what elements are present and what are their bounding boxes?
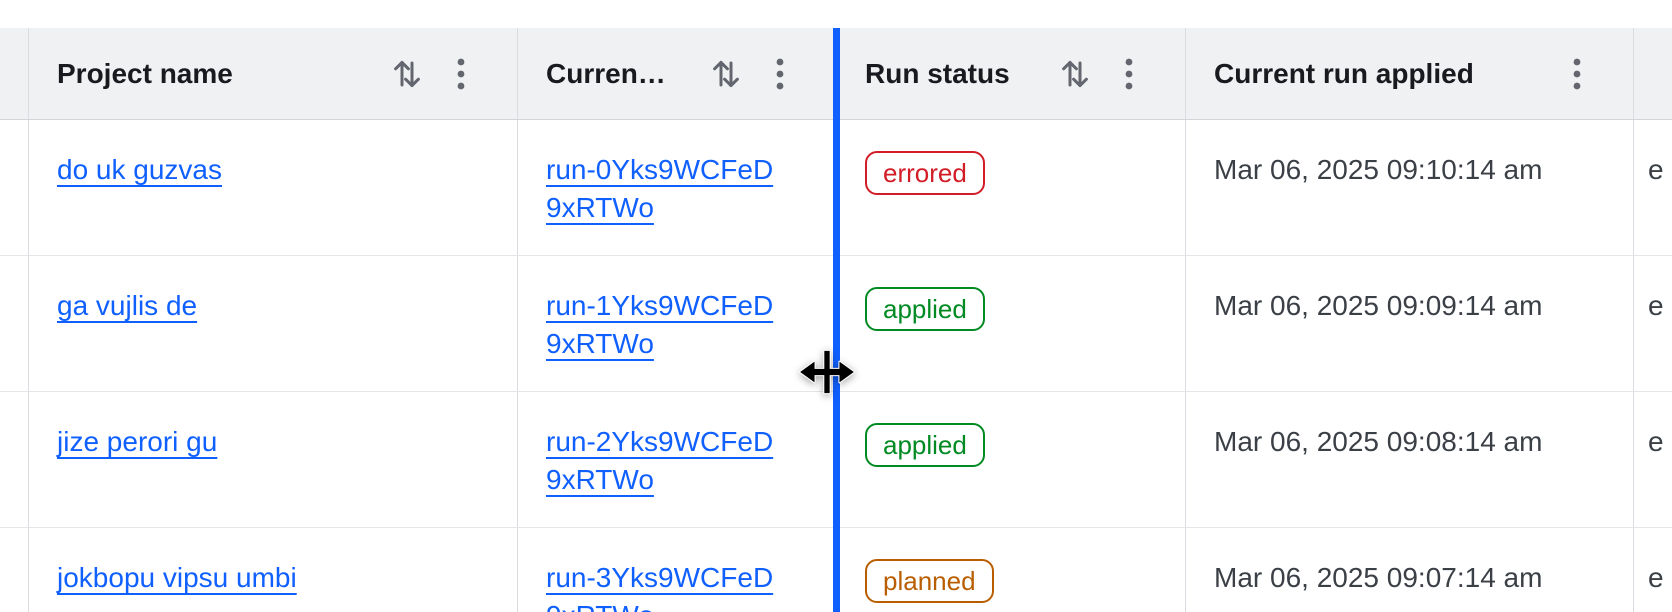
run-id-link[interactable]: run-1Yks9WCFeD 9xRTWo — [546, 287, 812, 363]
project-link[interactable]: do uk guzvas — [57, 151, 493, 189]
column-menu-kebab-icon[interactable] — [455, 56, 467, 92]
clipped-cell-text: e — [1648, 426, 1664, 457]
column-label-current-run-applied: Current run applied — [1214, 57, 1474, 89]
run-id-line2[interactable]: 9xRTWo — [546, 192, 654, 223]
column-label-project-name: Project name — [57, 57, 233, 89]
project-link-label[interactable]: do uk guzvas — [57, 154, 222, 185]
run-id-line2[interactable]: 9xRTWo — [546, 328, 654, 359]
applied-timestamp: Mar 06, 2025 09:10:14 am — [1214, 154, 1543, 185]
run-id-line1[interactable]: run-3Yks9WCFeD — [546, 562, 774, 593]
project-link[interactable]: jize perori gu — [57, 423, 493, 461]
column-label-run-status: Run status — [865, 57, 1010, 89]
project-link-label[interactable]: ga vujlis de — [57, 290, 198, 321]
sort-icon[interactable] — [1061, 56, 1089, 92]
project-link-label[interactable]: jize perori gu — [57, 426, 218, 457]
row-cell-clipped-left — [0, 120, 28, 255]
column-menu-kebab-icon[interactable] — [1123, 56, 1135, 92]
run-id-line1[interactable]: run-1Yks9WCFeD — [546, 290, 774, 321]
column-resize-indicator[interactable] — [833, 28, 840, 612]
row-cell-clipped-left — [0, 256, 28, 391]
status-badge: applied — [865, 287, 985, 331]
applied-timestamp: Mar 06, 2025 09:07:14 am — [1214, 562, 1543, 593]
row-cell-clipped-left — [0, 392, 28, 527]
status-badge: planned — [865, 559, 994, 603]
column-header-project-name[interactable]: Project name — [28, 28, 517, 119]
run-id-link[interactable]: run-0Yks9WCFeD 9xRTWo — [546, 151, 812, 227]
run-id-link[interactable]: run-3Yks9WCFeD 9xRTWo — [546, 559, 812, 612]
clipped-cell-text: e — [1648, 154, 1664, 185]
clipped-cell-text: e — [1648, 562, 1664, 593]
col-resize-cursor-icon — [799, 349, 855, 395]
column-label-current-run: Curren… — [546, 57, 666, 89]
run-id-line2[interactable]: 9xRTWo — [546, 597, 654, 612]
column-header-current-run-applied[interactable]: Current run applied — [1185, 28, 1633, 119]
sort-icon[interactable] — [393, 56, 421, 92]
sort-icon[interactable] — [712, 56, 740, 92]
column-header-clipped-left — [0, 28, 28, 119]
status-badge: applied — [865, 423, 985, 467]
column-header-run-status[interactable]: Run status — [836, 28, 1185, 119]
run-id-link[interactable]: run-2Yks9WCFeD 9xRTWo — [546, 423, 812, 499]
row-cell-clipped-left — [0, 528, 28, 612]
column-header-current-run[interactable]: Curren… — [517, 28, 836, 119]
column-header-clipped-right: V — [1633, 28, 1672, 119]
run-id-line1[interactable]: run-0Yks9WCFeD — [546, 154, 774, 185]
status-badge: errored — [865, 151, 985, 195]
applied-timestamp: Mar 06, 2025 09:08:14 am — [1214, 426, 1543, 457]
run-id-line1[interactable]: run-2Yks9WCFeD — [546, 426, 774, 457]
run-id-line2[interactable]: 9xRTWo — [546, 464, 654, 495]
column-menu-kebab-icon[interactable] — [774, 56, 786, 92]
applied-timestamp: Mar 06, 2025 09:09:14 am — [1214, 290, 1543, 321]
clipped-cell-text: e — [1648, 290, 1664, 321]
project-link-label[interactable]: jokbopu vipsu umbi — [57, 562, 297, 593]
column-menu-kebab-icon[interactable] — [1571, 56, 1583, 92]
project-link[interactable]: ga vujlis de — [57, 287, 493, 325]
project-link[interactable]: jokbopu vipsu umbi — [57, 559, 493, 597]
